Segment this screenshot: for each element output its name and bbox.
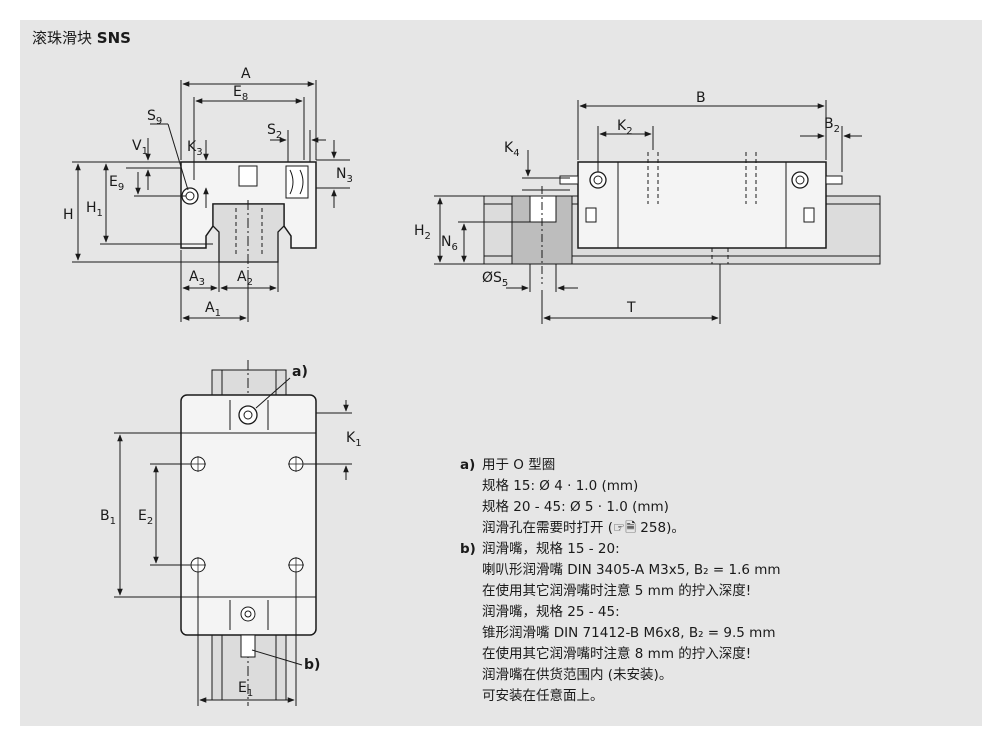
label-N6: N6: [441, 234, 458, 253]
note-line: 规格 15: Ø 4 · 1.0 (mm): [482, 478, 639, 494]
label-K2: K2: [617, 118, 633, 137]
note-line: 润滑嘴，规格 25 - 45:: [482, 604, 620, 620]
label-S2: S2: [267, 122, 282, 141]
label-b: b): [304, 657, 320, 673]
label-S5: ØS5: [482, 270, 508, 289]
note-line: 润滑嘴在供货范围内 (未安装)。: [482, 667, 673, 683]
label-H1: H1: [86, 200, 103, 219]
label-B1: B1: [100, 508, 116, 527]
label-E1: E1: [238, 680, 253, 699]
label-E9: E9: [109, 174, 124, 193]
label-V1: V1: [132, 138, 148, 157]
label-S9: S9: [147, 108, 162, 127]
label-H2: H2: [414, 223, 431, 242]
side-view: [434, 100, 881, 324]
label-N3: N3: [336, 166, 353, 185]
label-E8: E8: [233, 84, 248, 103]
label-A1: A1: [205, 300, 221, 319]
note-line: 规格 20 - 45: Ø 5 · 1.0 (mm): [482, 499, 669, 515]
label-K1: K1: [346, 430, 362, 449]
label-A3: A3: [189, 269, 205, 288]
label-T: T: [626, 300, 636, 316]
label-K3: K3: [187, 139, 203, 158]
notes-block: a)用于 O 型圈 规格 15: Ø 4 · 1.0 (mm) 规格 20 - …: [460, 455, 781, 707]
label-B2: B2: [824, 116, 840, 135]
note-line: 润滑孔在需要时打开 (☞🗎 258)。: [482, 520, 685, 536]
note-line: 在使用其它润滑嘴时注意 5 mm 的拧入深度!: [482, 583, 752, 599]
carriage-side: [577, 161, 827, 249]
note-line: 在使用其它润滑嘴时注意 8 mm 的拧入深度!: [482, 646, 752, 662]
label-H: H: [63, 207, 74, 223]
front-view: [72, 80, 350, 322]
label-K4: K4: [504, 140, 520, 159]
note-line: 锥形润滑嘴 DIN 71412-B M6x8, B₂ = 9.5 mm: [482, 625, 776, 641]
label-A2: A2: [237, 269, 253, 288]
label-a: a): [292, 364, 308, 380]
note-line: 可安装在任意面上。: [482, 688, 604, 704]
top-view: [114, 360, 352, 706]
label-B: B: [696, 90, 706, 106]
note-line: a)用于 O 型圈: [460, 457, 556, 473]
note-line: b)润滑嘴，规格 15 - 20:: [460, 541, 620, 557]
page-title: 滚珠滑块 SNS: [32, 29, 131, 47]
note-line: 喇叭形润滑嘴 DIN 3405-A M3x5, B₂ = 1.6 mm: [482, 562, 781, 578]
label-E2: E2: [138, 508, 153, 527]
label-A: A: [241, 66, 251, 82]
